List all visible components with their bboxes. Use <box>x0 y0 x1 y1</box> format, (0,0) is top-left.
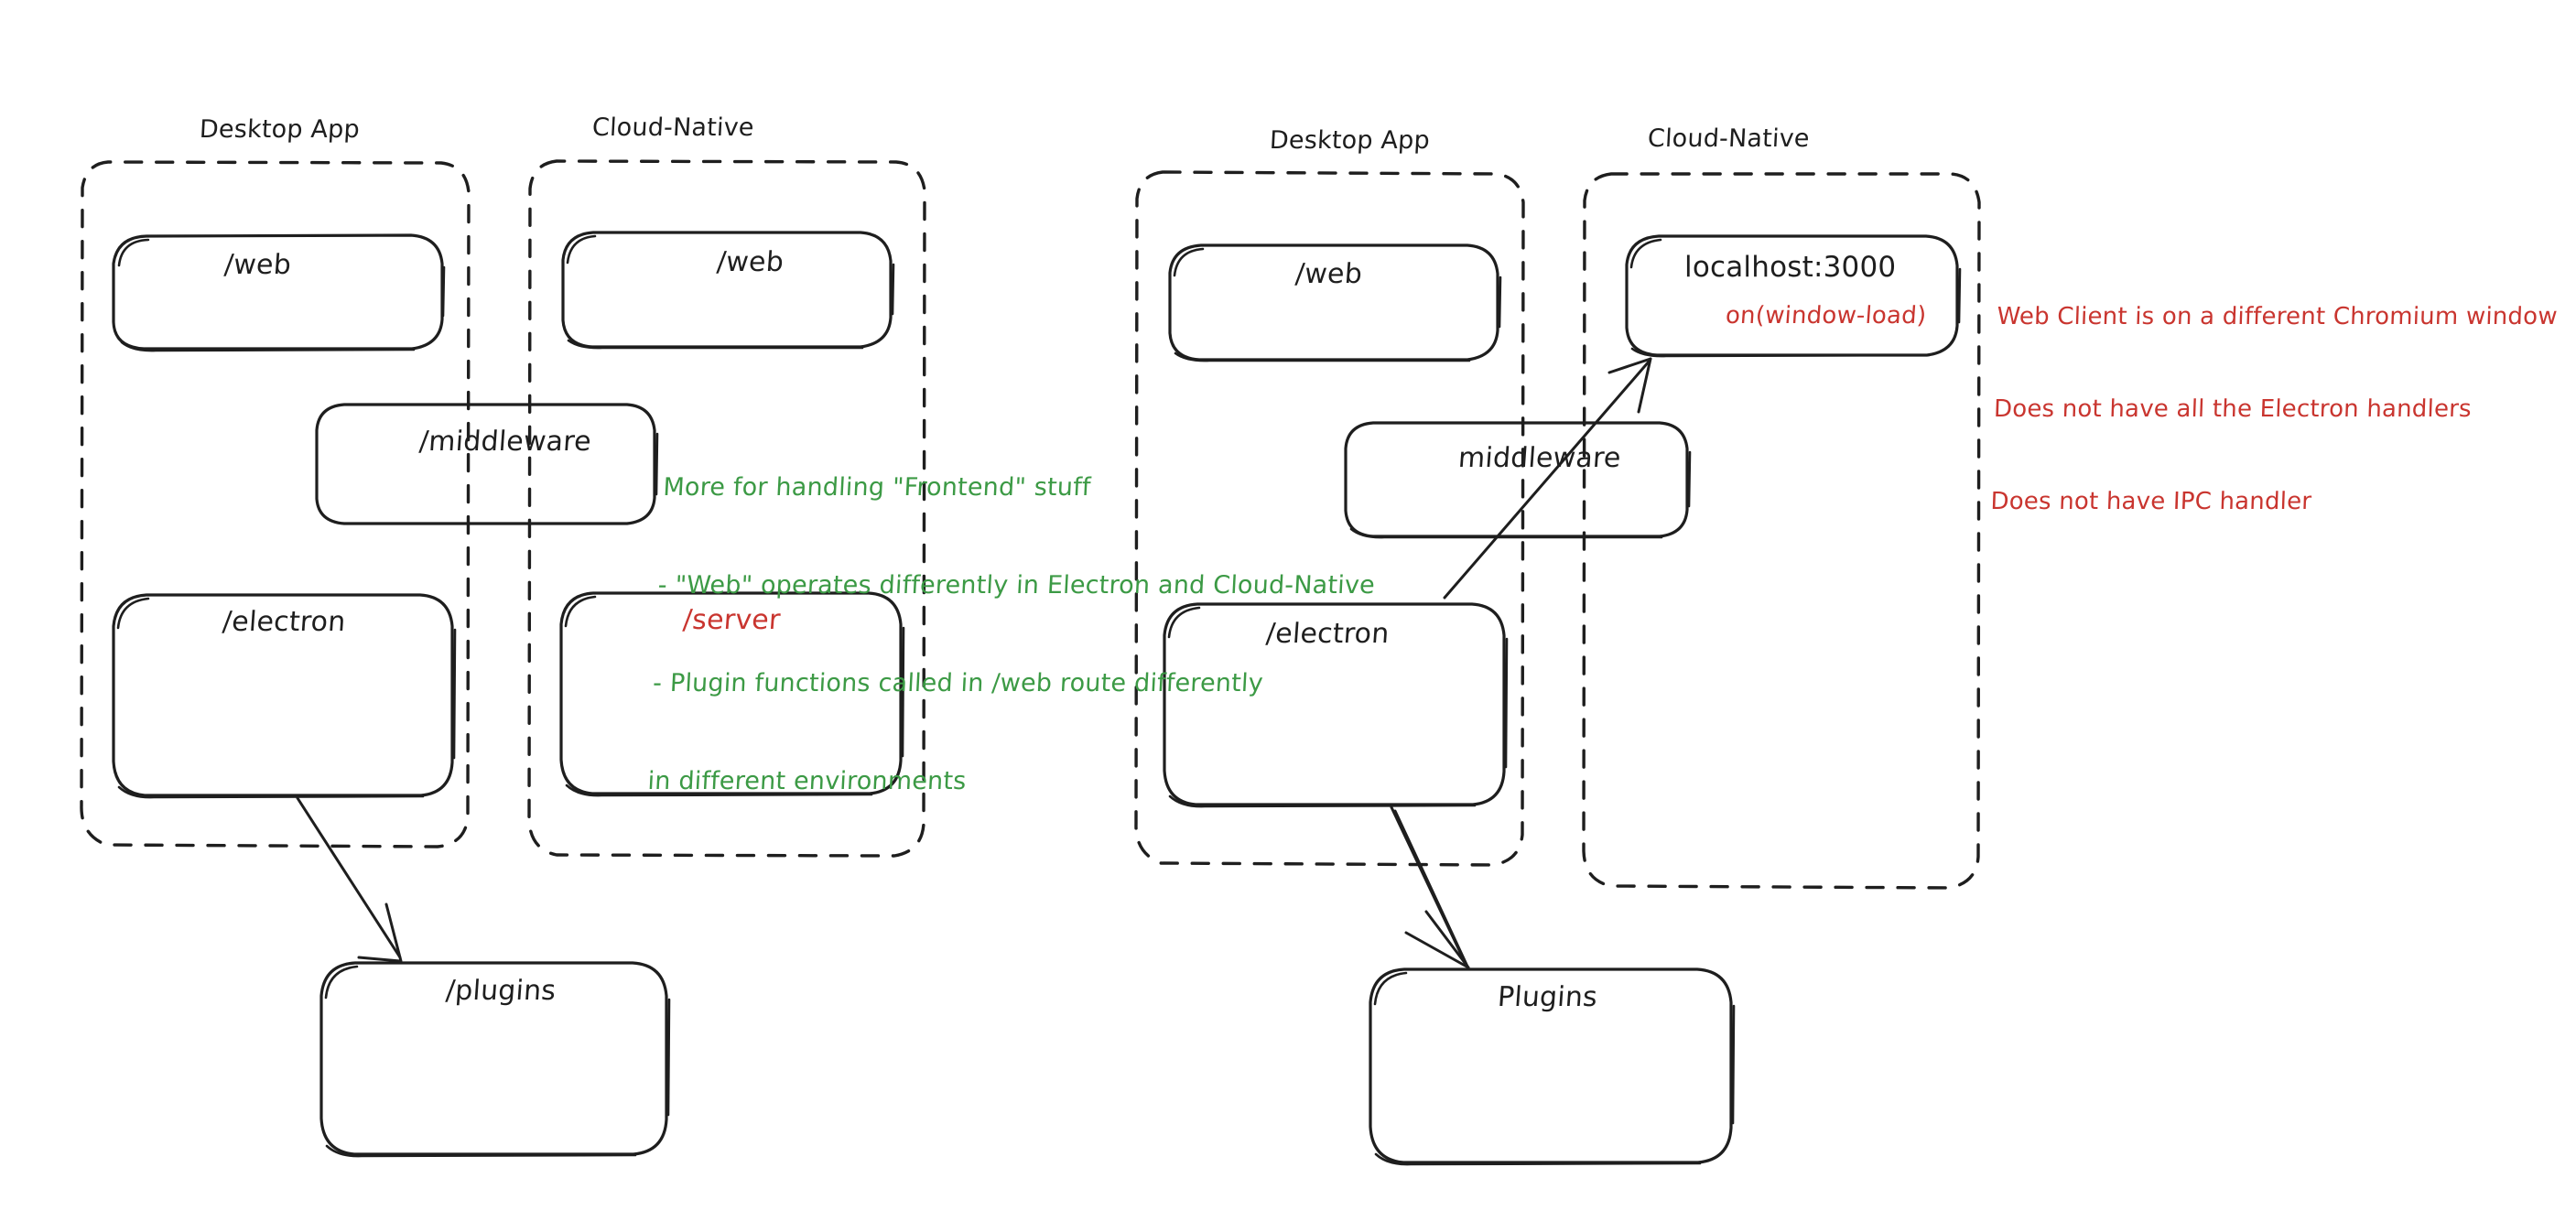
node-label-right-localhost: localhost:3000 <box>1684 251 1897 284</box>
node-label-left-desktop-web: /web <box>222 249 293 281</box>
annotation-left-line-2: - "Web" operates differently in Electron… <box>657 571 1376 600</box>
node-shape-right-localhost <box>1625 234 1962 358</box>
node-label-right-desktop-web: /web <box>1293 258 1364 290</box>
annotation-right-line-3: Does not have IPC handler <box>1989 488 2312 516</box>
node-label-left-cloud-web: /web <box>715 246 785 278</box>
group-outline-right-cloud <box>1582 172 1981 890</box>
node-label-right-middleware: middleware <box>1456 442 1622 474</box>
group-outline-right-desktop <box>1134 170 1525 867</box>
annotation-left-line-4: in different environments <box>646 766 968 795</box>
node-shape-left-middleware <box>315 403 659 525</box>
node-shape-left-desktop-web <box>112 233 446 352</box>
annotation-right-line-2: Does not have all the Electron handlers <box>1993 394 2473 423</box>
group-outline-left-desktop <box>80 160 471 848</box>
node-label-left-plugins: /plugins <box>444 975 557 1007</box>
group-title-right-cloud: Cloud-Native <box>1647 124 1811 153</box>
arrow-right-electron-to-localhost <box>1443 357 1652 600</box>
node-shape-left-electron <box>112 593 457 799</box>
group-title-left-desktop: Desktop App <box>199 115 361 144</box>
group-title-left-cloud: Cloud-Native <box>591 113 755 142</box>
node-shape-right-electron <box>1163 602 1509 808</box>
node-sublabel-right-localhost-onload: on(window-load) <box>1724 302 1928 330</box>
annotation-left-line-1: More for handling "Frontend" stuff <box>662 473 1092 503</box>
node-shape-left-server <box>559 591 905 797</box>
node-label-right-electron: /electron <box>1264 618 1391 650</box>
node-shape-right-desktop-web <box>1168 243 1502 362</box>
annotation-right-red: Web Client is on a different Chromium wi… <box>1988 240 2560 580</box>
node-shape-right-plugins <box>1369 967 1736 1166</box>
node-label-left-electron: /electron <box>221 606 347 638</box>
node-label-left-middleware: /middleware <box>417 426 593 458</box>
node-shape-left-plugins <box>319 961 671 1158</box>
group-title-right-desktop: Desktop App <box>1269 126 1431 155</box>
node-shape-left-cloud-web <box>561 231 895 350</box>
annotation-left-line-3: - Plugin functions called in /web route … <box>652 669 1264 697</box>
annotation-right-line-1: Web Client is on a different Chromium wi… <box>1997 302 2559 330</box>
arrow-right-electron-to-plugins <box>1390 805 1470 970</box>
group-outline-left-cloud <box>527 159 926 858</box>
node-label-right-plugins: Plugins <box>1496 981 1599 1013</box>
node-shape-right-middleware <box>1344 421 1692 539</box>
arrow-left-electron-to-plugins <box>296 796 403 963</box>
